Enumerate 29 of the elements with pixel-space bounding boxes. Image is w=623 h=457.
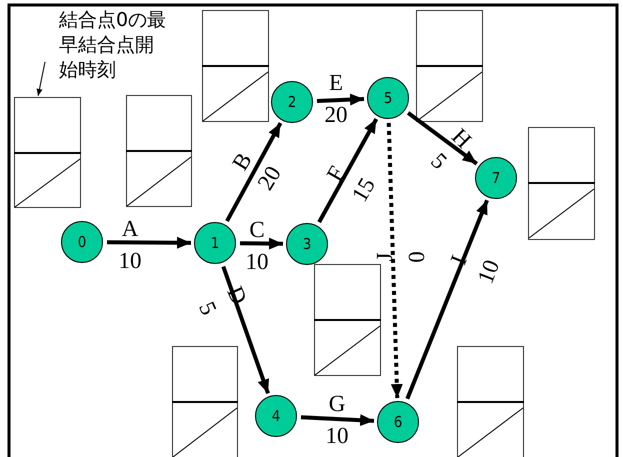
arrow <box>221 266 270 394</box>
event-circle: 3 <box>286 223 328 265</box>
edge-label: A 10 <box>118 215 142 275</box>
arrow <box>316 94 364 106</box>
arrow <box>405 200 489 400</box>
event-circle: 2 <box>271 81 313 123</box>
event-circle: 1 <box>194 222 236 264</box>
annotation-text: 結合点0の最早結合点開始時刻 <box>45 8 169 86</box>
event-circle: 7 <box>475 157 517 199</box>
arrow <box>106 236 192 249</box>
arrow <box>317 118 378 224</box>
arrow <box>300 414 374 426</box>
time-box <box>14 97 81 208</box>
edge-label: J 0 <box>371 251 430 263</box>
event-circle: 0 <box>61 221 103 263</box>
event-circle: 5 <box>367 77 409 119</box>
arrow <box>406 111 478 166</box>
event-circle: 6 <box>377 401 419 443</box>
arrow <box>225 122 282 222</box>
edge-label: G 10 <box>326 390 348 450</box>
edge-label: E 20 <box>324 69 348 129</box>
edge-label: B 20 <box>226 147 287 196</box>
edge-label: F 15 <box>320 160 381 208</box>
edge-label: H 5 <box>425 122 478 176</box>
arrow <box>240 238 284 250</box>
event-circle: 4 <box>255 395 297 437</box>
arrow <box>386 122 403 398</box>
edge-label: C 10 <box>246 216 268 276</box>
leader-line <box>36 61 46 96</box>
